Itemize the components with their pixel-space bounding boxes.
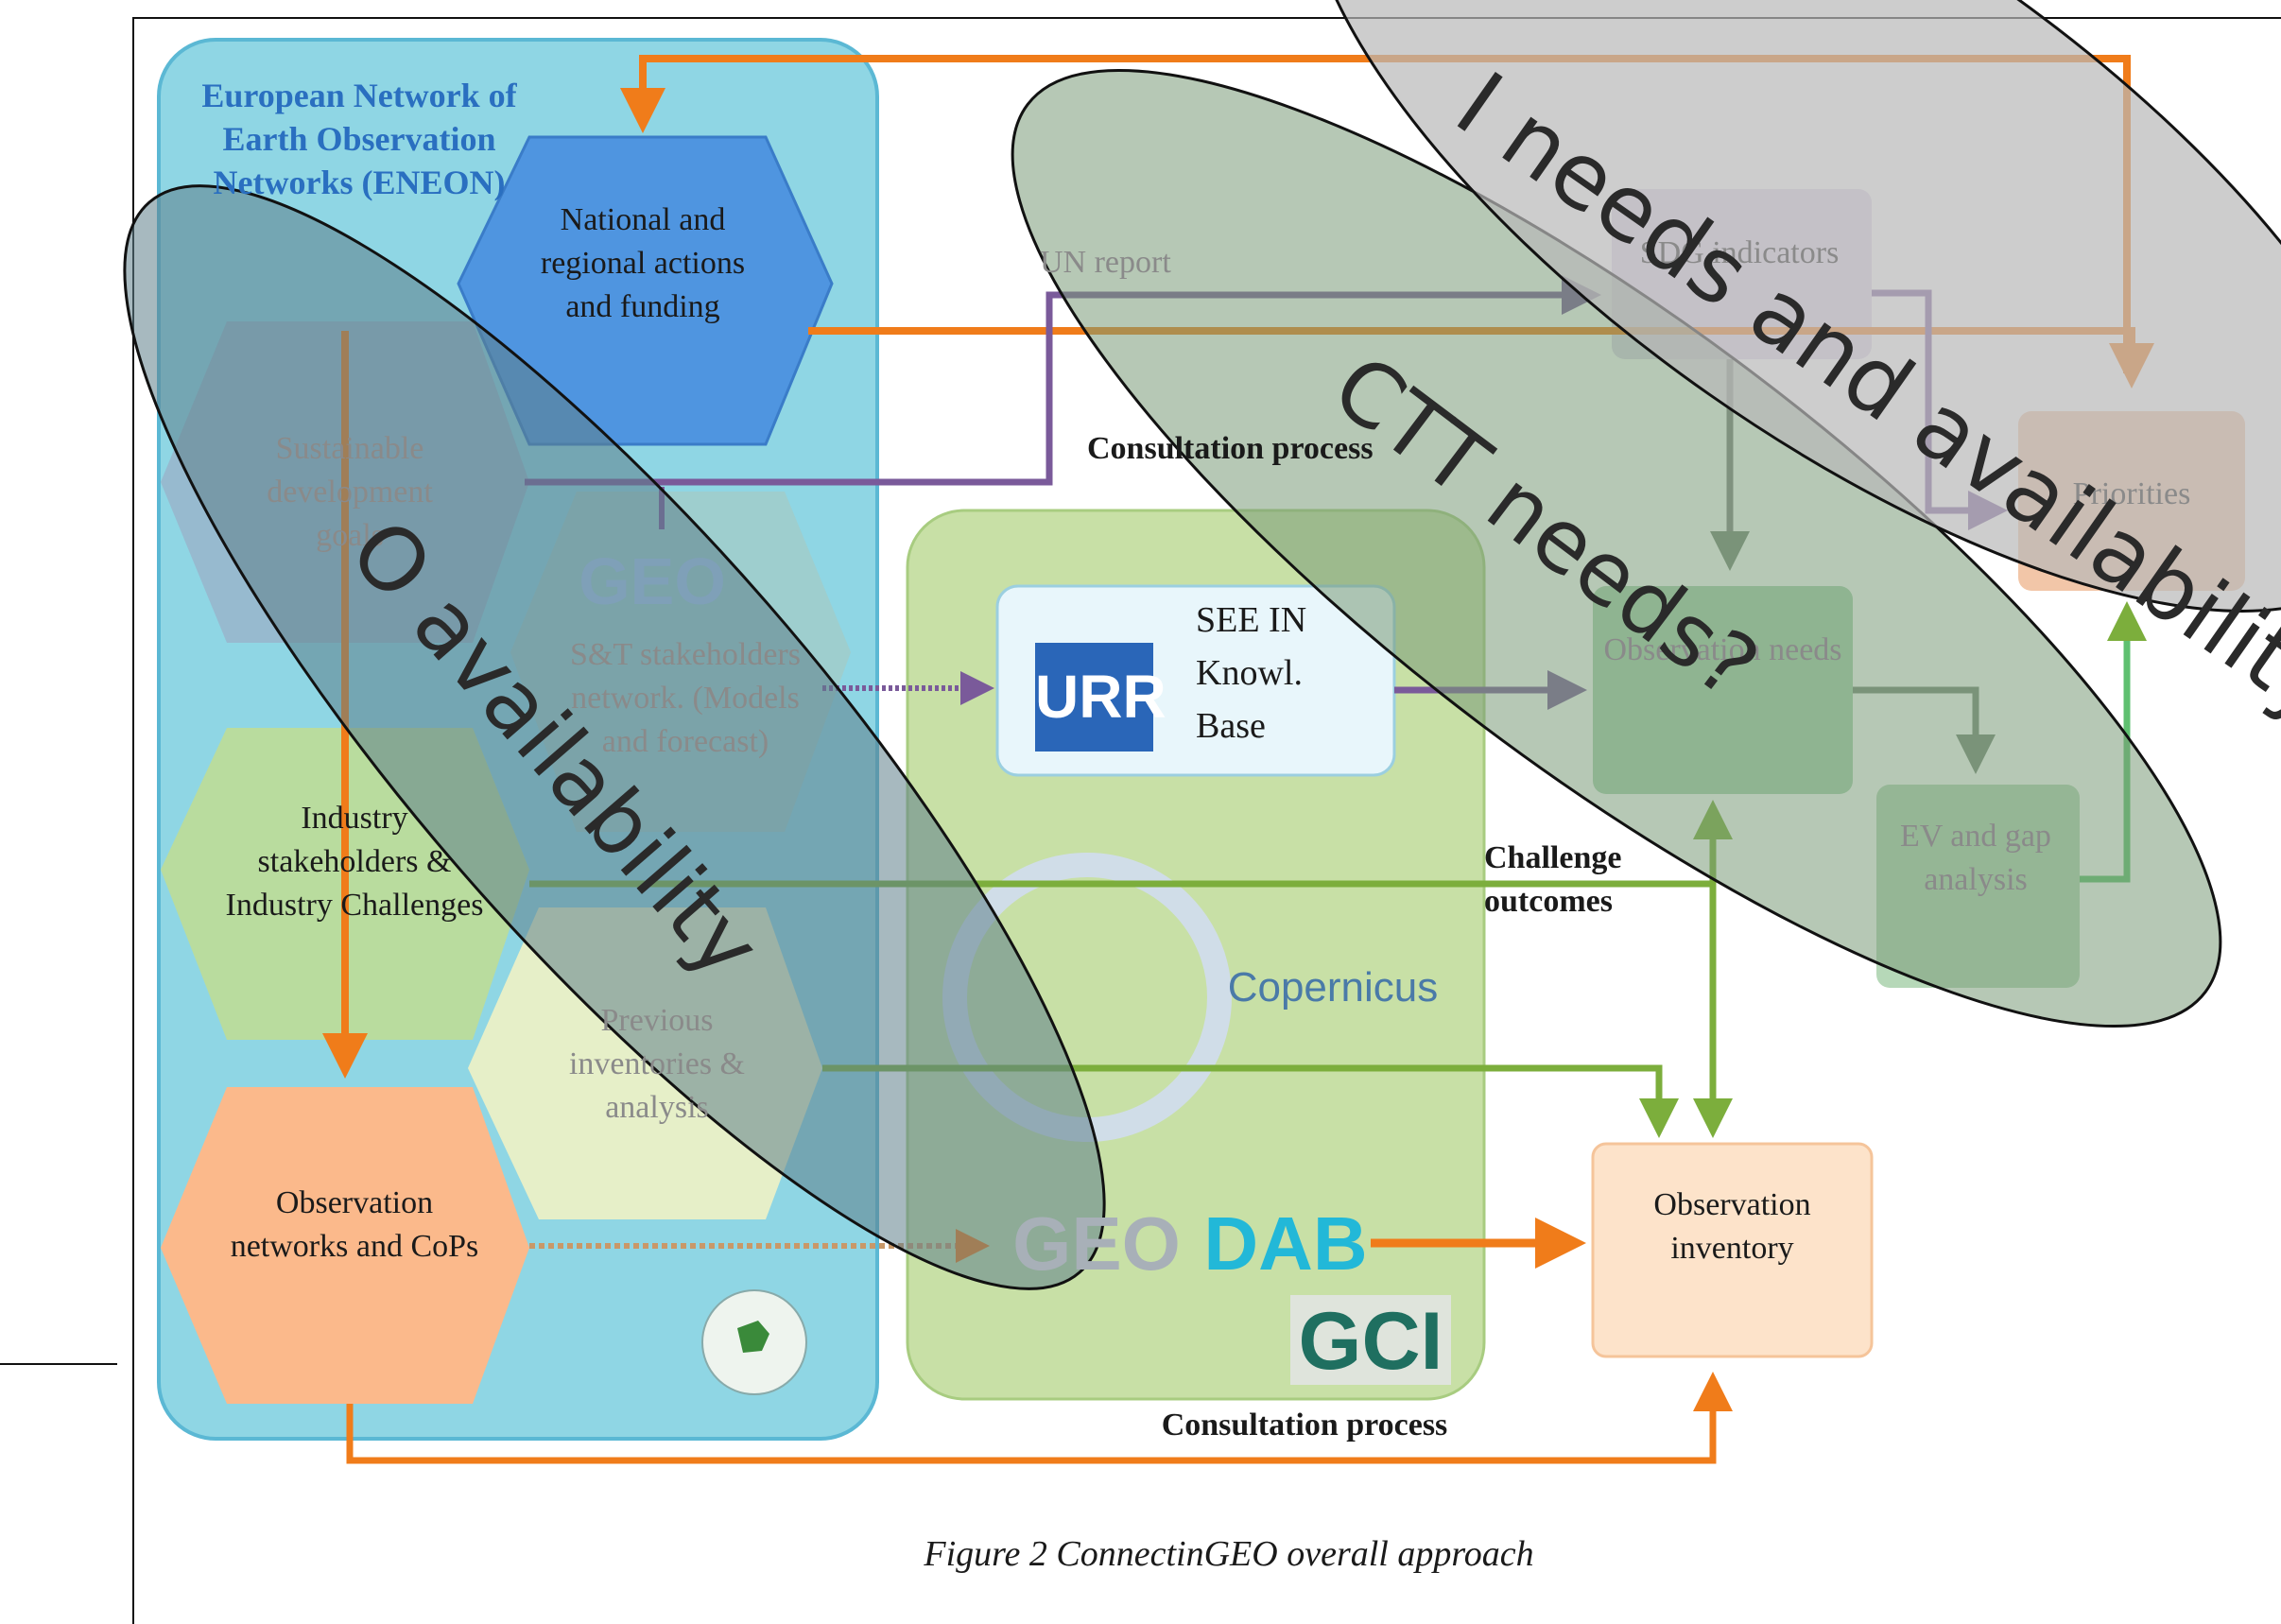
node-priorities: Priorities [2072, 476, 2191, 511]
label-consult-top: Consultation process [1087, 431, 1374, 466]
figure-caption: Figure 2 ConnectinGEO overall approach [924, 1534, 1534, 1574]
eneon-title: European Network of Earth Observation Ne… [201, 77, 517, 201]
logo-gci: GCI [1298, 1296, 1443, 1387]
logo-urr: URR [1035, 663, 1166, 731]
box-gci [1290, 1295, 1451, 1385]
node-previous: Previous inventories & analysis [568, 1003, 746, 1125]
logo-geo: GEO [579, 544, 726, 618]
box-inventory [1591, 1142, 1874, 1358]
node-national: National and regional actions and fundin… [540, 202, 746, 324]
orange-bottom-loop [346, 1372, 1733, 1464]
node-obsnet: Observation networks and CoPs [230, 1185, 479, 1264]
node-sdgind: SDG indicators [1639, 235, 1840, 270]
logo-geo-dab: GEO [1012, 1201, 1181, 1286]
hex-obsnet [161, 1087, 529, 1404]
node-inventory: Observation inventory [1653, 1187, 1811, 1266]
node-industry: Industry stakeholders & Industry Challen… [225, 801, 484, 923]
label-consult-bottom: Consultation process [1161, 1408, 1448, 1443]
node-seein: SEE IN Knowl. Base [1196, 600, 1307, 746]
left-rule [0, 1363, 117, 1365]
label-challenge: Challenge outcomes [1484, 840, 1622, 919]
box-urr [1035, 643, 1153, 752]
hex-national [457, 135, 834, 446]
node-st: S&T stakeholders network. (Models and fo… [570, 637, 801, 759]
logo-copernicus: Copernicus [1227, 964, 1439, 1011]
node-obsneeds: Observation needs [1603, 632, 1842, 667]
figure-frame [132, 17, 2281, 1624]
green-previous-inventory [822, 1064, 1679, 1138]
ellipse-i-needs [1305, 0, 2281, 613]
label-un-report: UN report [1040, 245, 1171, 280]
node-sdg: Sustainable development goals [267, 431, 433, 553]
node-ev: EV and gap analysis [1900, 819, 2051, 897]
logo-dab: DAB [1203, 1201, 1368, 1286]
ellipse-o-availability [123, 184, 1106, 1290]
